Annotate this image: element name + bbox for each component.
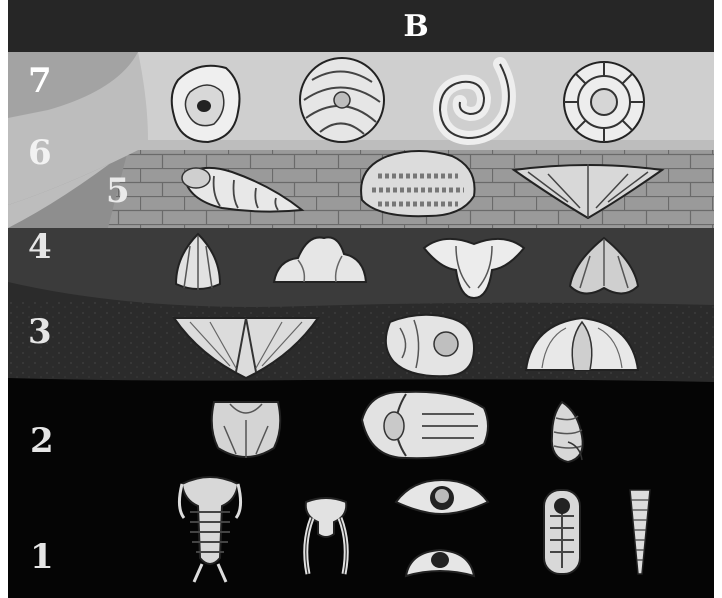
oyster-shell-icon [172,66,240,142]
stratigraphy-figure: B 7 6 5 4 3 2 1 [8,0,714,598]
layer-label-3: 3 [28,312,52,352]
trilobite-cephalon-icon [212,402,281,458]
gastropod-icon [386,315,474,376]
layer-label-4: 4 [28,227,52,267]
title-bar [8,0,714,52]
bryozoan-colony-icon [361,151,474,216]
figure-title: B [403,9,428,44]
scallop-shell-icon [300,58,384,142]
ordovician-trilobite-icon [362,392,488,458]
small-trilobite-icon [544,490,580,574]
layer-label-5: 5 [106,171,130,211]
layer-label-2: 2 [30,421,54,461]
ribbed-ammonite-icon [564,62,644,142]
layer-label-1: 1 [30,537,54,577]
layer-label-7: 7 [28,61,52,101]
layer-label-6: 6 [28,133,52,173]
